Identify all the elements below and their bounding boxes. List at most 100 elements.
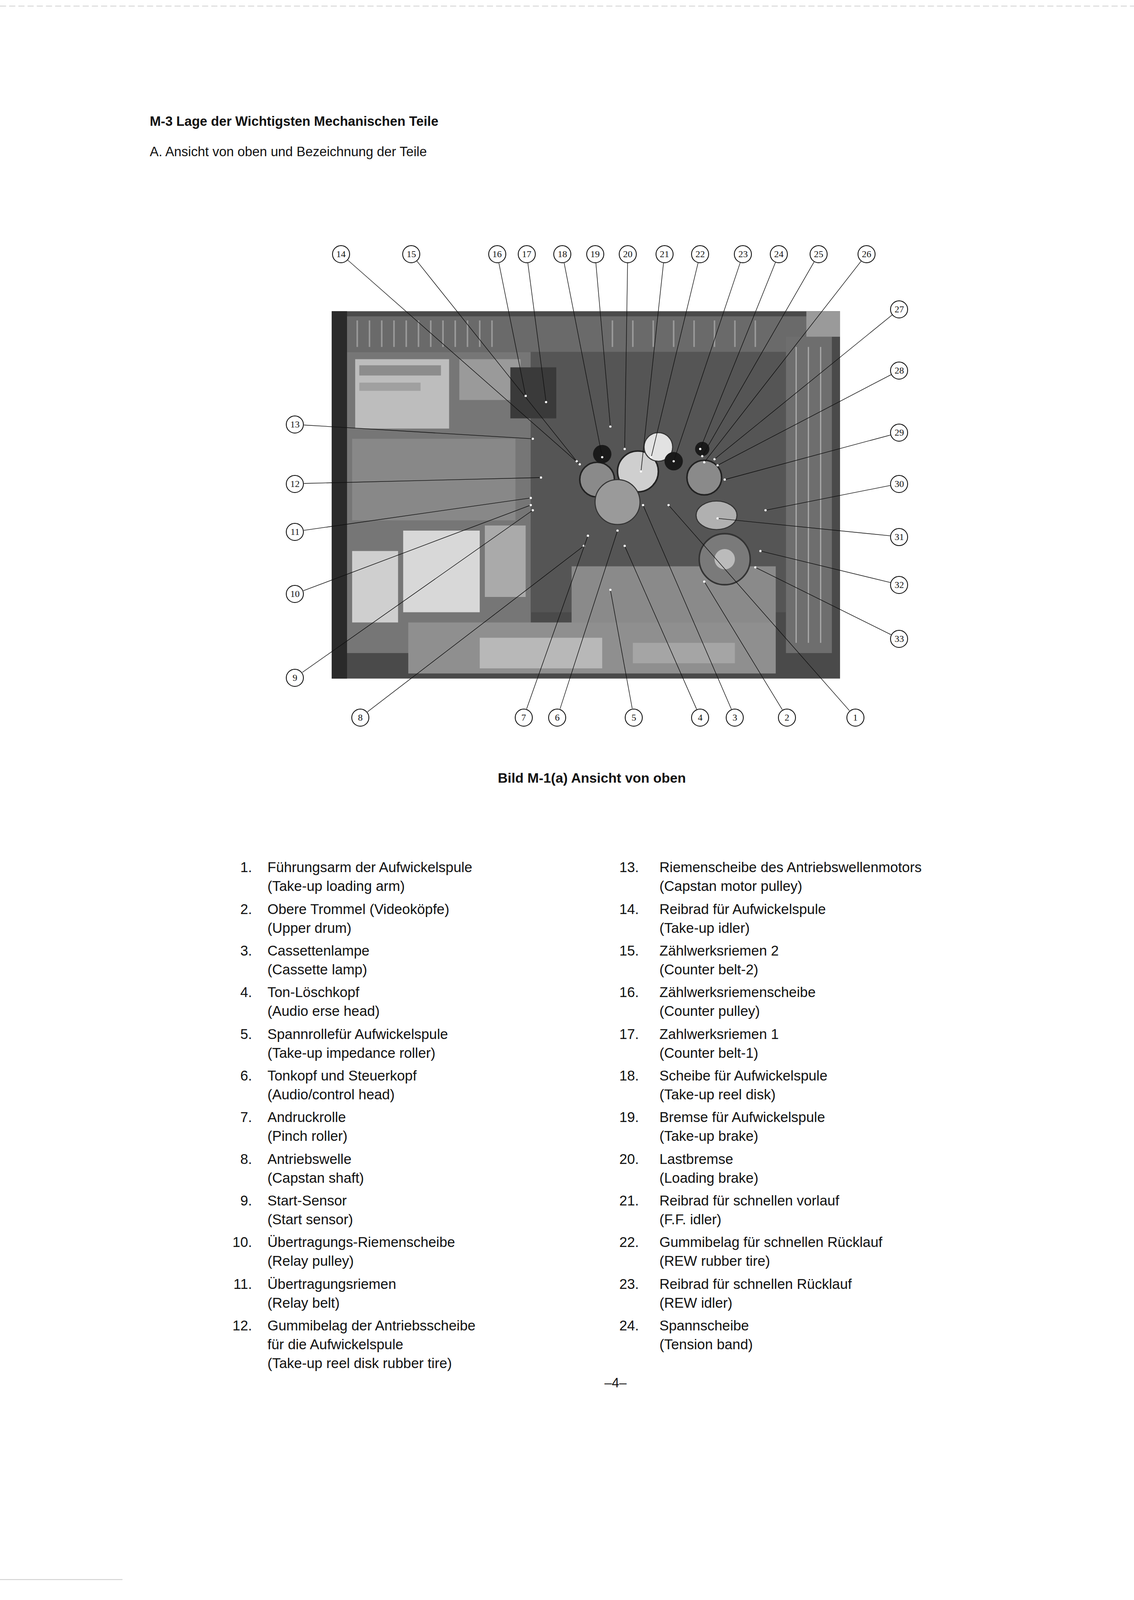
leader-line [526,535,588,710]
leader-dot [531,509,534,512]
leader-line [416,261,577,462]
callout-circle: 12 [285,474,304,493]
part-name-german: Cassettenlampe [267,941,370,961]
callout-number: 7 [521,712,526,723]
part-name-german: Lastbremse [659,1149,734,1169]
part-name-german: Spannrollefür Aufwickelspule [267,1024,449,1044]
callout-circle: 6 [548,708,567,727]
part-name-german: Riemenscheibe des Antriebswellenmotors [659,857,922,877]
callout-number: 16 [492,249,502,259]
part-name-english: (F.F. idler) [659,1210,722,1229]
leader-dot [716,464,719,467]
part-name-german: Reibrad für schnellen Rücklauf [659,1274,852,1294]
leader-line [668,504,850,711]
callout-circle: 21 [655,245,674,264]
item-number: 18. [619,1066,639,1086]
leader-dot [703,461,706,464]
leader-dot [699,448,702,451]
part-name-german: Zählwerksriemen 2 [659,941,779,961]
leader-line [564,262,603,458]
item-number: 7. [240,1107,253,1127]
callout-number: 27 [894,304,904,315]
leader-dot [623,544,626,547]
leader-line [760,551,891,583]
item-number: 3. [240,941,253,961]
leader-line [302,510,534,673]
callout-number: 31 [894,532,904,542]
callout-circle: 11 [285,522,304,541]
leader-line [624,546,697,710]
leader-dot [540,476,543,479]
leader-dot [601,456,604,459]
callout-circle: 4 [691,708,710,727]
callout-circle: 15 [402,245,421,264]
item-number: 11. [233,1274,253,1294]
callout-number: 14 [336,249,346,259]
leader-line [704,261,861,463]
callout-number: 22 [695,249,705,259]
leader-dot [650,456,653,459]
part-name-german: Obere Trommel (Videoköpfe) [267,899,450,919]
item-number: 1. [240,857,253,877]
callout-circle: 27 [890,300,909,319]
subtitle: A. Ansicht von oben und Bezeichnung der … [149,142,427,162]
part-name-english: (Capstan shaft) [267,1168,365,1188]
callout-number: 9 [292,673,298,683]
part-name-german: Scheibe für Aufwickelspule [659,1066,828,1086]
part-name-english: (Capstan motor pulley) [659,876,803,896]
callout-number: 6 [555,712,560,723]
callout-number: 21 [659,249,670,259]
leader-dot [639,470,642,473]
part-name-english: (Take-up reel disk) [659,1085,776,1105]
leader-line [724,435,891,480]
leader-line [303,477,541,484]
callout-number: 1 [852,712,858,723]
leader-dot [609,425,612,428]
leader-dot [544,400,547,404]
callout-number: 32 [894,580,904,590]
part-name-english: (Audio erse head) [267,1001,380,1021]
callout-circle: 10 [285,584,304,603]
item-number: 5. [240,1024,253,1044]
leader-dot [616,529,619,532]
part-name-english: (REW rubber tire) [659,1251,771,1271]
leader-dot [716,517,719,520]
callout-number: 17 [522,249,532,259]
part-name-german: Reibrad für schnellen vorlauf [659,1191,840,1211]
leader-line [702,261,814,457]
callout-circle: 18 [553,245,572,264]
item-number: 15. [619,941,639,961]
part-name-english: (Pinch roller) [267,1126,348,1146]
leader-dot [529,504,532,507]
callout-circle: 8 [351,708,370,727]
callout-circle: 32 [890,575,909,594]
leader-dot [700,454,704,458]
leader-dot [759,549,762,553]
leader-line [624,263,628,449]
part-name-english: (Take-up brake) [659,1126,759,1146]
leader-dot [578,463,581,466]
leader-dot [609,588,612,591]
part-name-english: (Upper drum) [267,918,352,938]
callout-number: 5 [631,712,637,723]
part-name-english: (Relay pulley) [267,1251,354,1271]
leader-line [673,262,741,462]
part-name-german: Andruckrolle [267,1107,346,1127]
part-name-english: (Take-up loading arm) [267,876,405,896]
part-name-english: (Tension band) [659,1335,753,1354]
part-name-german: Start-Sensor [267,1191,347,1211]
leader-line [643,504,732,710]
leader-dot [764,509,767,512]
callout-circle: 19 [586,245,605,264]
part-name-german: Antriebswelle [267,1149,352,1169]
callout-number: 11 [290,527,300,537]
callout-number: 30 [894,479,904,489]
callout-number: 28 [894,365,904,376]
item-number: 10. [232,1232,253,1252]
callout-circle: 7 [514,708,533,727]
item-number: 6. [240,1066,253,1086]
leader-dot [754,566,757,569]
callout-circle: 23 [733,245,752,264]
leader-line [595,263,611,427]
item-number: 20. [619,1149,639,1169]
